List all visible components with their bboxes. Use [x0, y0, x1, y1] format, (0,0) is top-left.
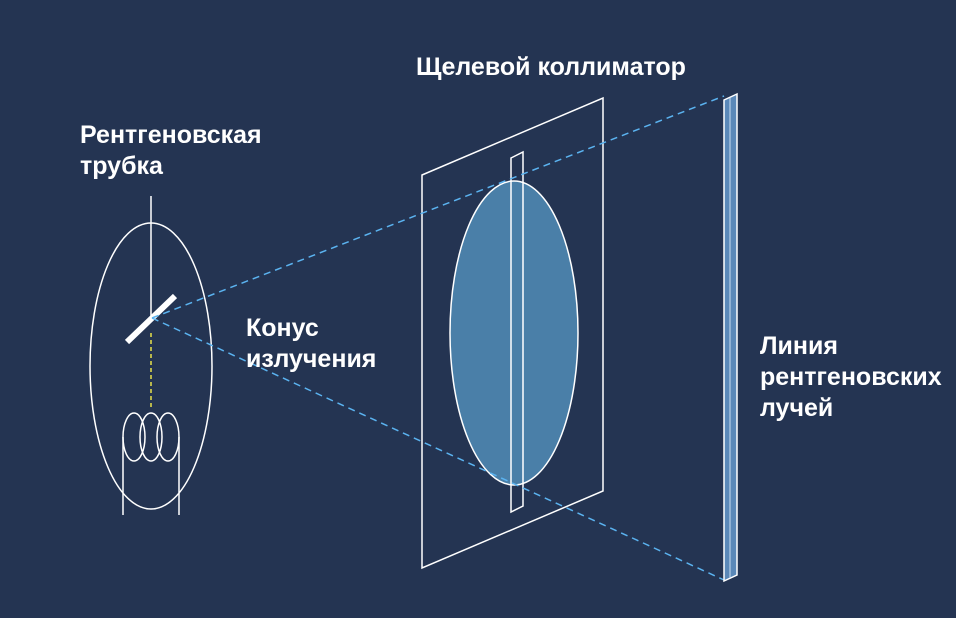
collimator-slit: [510, 150, 524, 514]
xray-line-strip: [723, 92, 738, 583]
xray-line-label: Линия рентгеновских лучей: [760, 331, 942, 424]
beam-cross-section: [449, 180, 579, 486]
collimator-label: Щелевой коллиматор: [416, 53, 686, 81]
cone-label-line1: Конус: [246, 314, 319, 342]
xray-line-label-line1: Линия: [760, 332, 838, 360]
cathode-filament: [122, 412, 180, 515]
cone-label-line2: излучения: [246, 345, 377, 373]
xray-line-label-line3: лучей: [760, 394, 834, 422]
cone-label: Конус излучения: [246, 313, 376, 375]
xray-tube-label-line1: Рентгеновская: [80, 121, 262, 149]
xray-tube-label: Рентгеновская трубка: [80, 120, 262, 182]
xray-tube-label-line2: трубка: [80, 152, 163, 180]
xray-line-label-line2: рентгеновских: [760, 363, 942, 391]
anode-target: [124, 293, 178, 345]
radiation-cone-rays: [151, 95, 725, 581]
collimator-plate: [421, 96, 604, 570]
xray-tube: [89, 196, 213, 515]
